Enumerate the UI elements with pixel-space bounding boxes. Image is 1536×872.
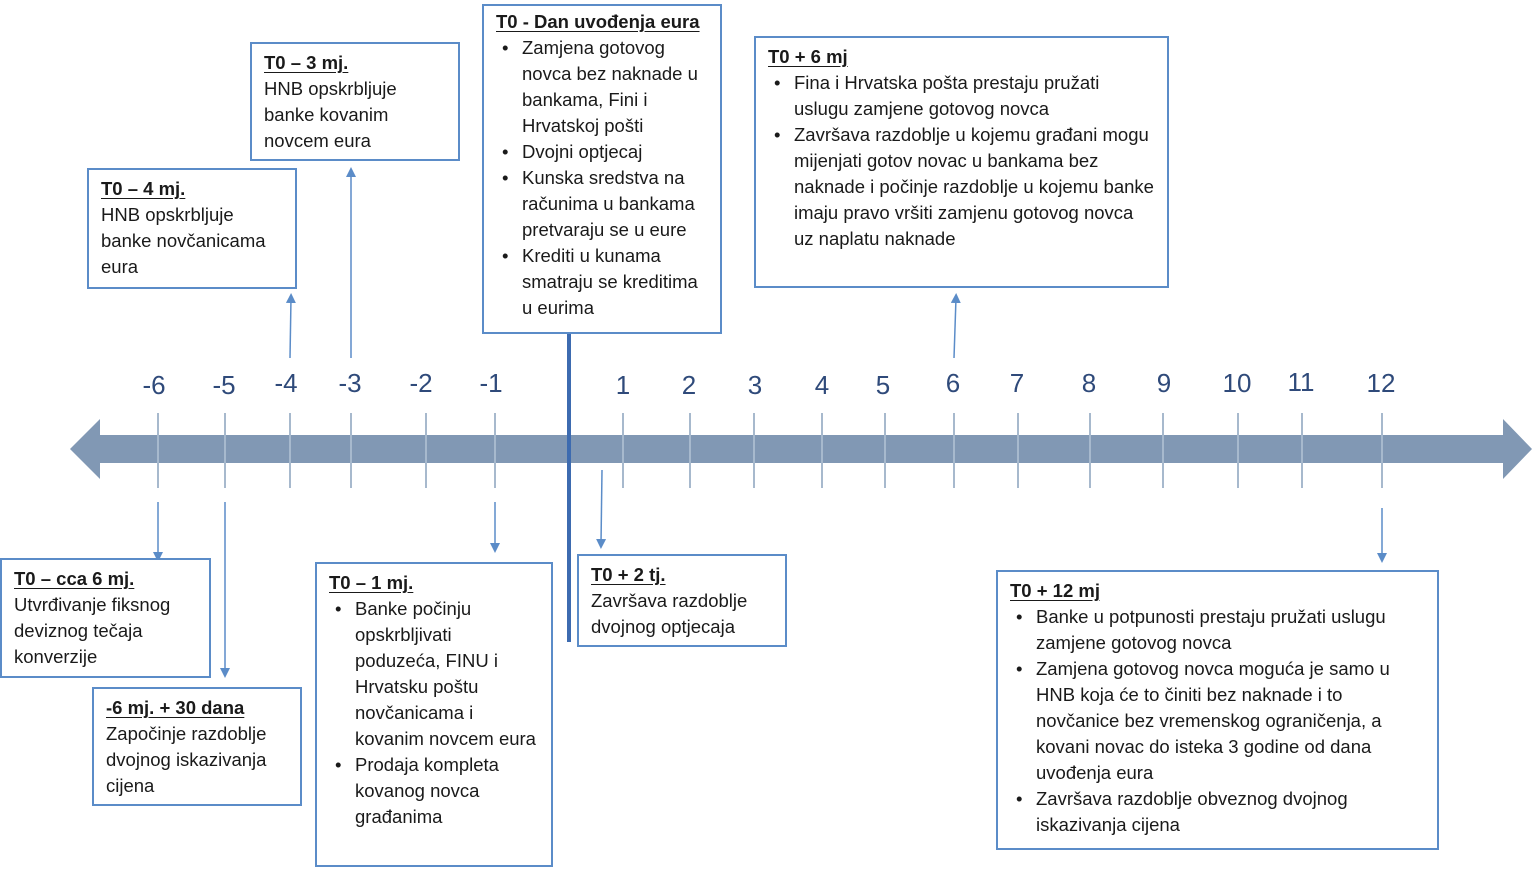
list-item: Fina i Hrvatska pošta prestaju pružati u… — [768, 70, 1155, 122]
tick-label-5: 5 — [875, 370, 891, 400]
box-title: T0 + 12 mj — [1010, 580, 1100, 601]
box-minus-6-months-plus-30-days: -6 mj. + 30 dana Započinje razdoblje dvo… — [92, 687, 302, 806]
tick-label-4: 4 — [814, 370, 830, 400]
box-list: Zamjena gotovog novca bez naknade u bank… — [496, 35, 708, 321]
list-item: Završava razdoblje obveznog dvojnog iska… — [1010, 786, 1425, 838]
box-list: Banke počinju opskrbljivati poduzeća, FI… — [329, 596, 539, 830]
box-title: T0 + 6 mj — [768, 46, 848, 67]
box-minus-4-months: T0 – 4 mj. HNB opskrbljuje banke novčani… — [87, 168, 297, 289]
box-text: Završava razdoblje dvojnog optjecaja — [591, 590, 748, 637]
box-text: HNB opskrbljuje banke kovanim novcem eur… — [264, 78, 397, 151]
box-minus-1-month: T0 – 1 mj. Banke počinju opskrbljivati p… — [315, 562, 553, 867]
box-title: -6 mj. + 30 dana — [106, 697, 245, 718]
box-plus-12-months: T0 + 12 mj Banke u potpunosti prestaju p… — [996, 570, 1439, 850]
tick-label-11: 11 — [1287, 367, 1315, 397]
list-item: Banke u potpunosti prestaju pružati uslu… — [1010, 604, 1425, 656]
tick-label-10: 10 — [1222, 368, 1252, 398]
box-list: Fina i Hrvatska pošta prestaju pružati u… — [768, 70, 1155, 252]
tick-marks — [157, 413, 1383, 488]
tick-label-1: 1 — [615, 370, 631, 400]
list-item: Završava razdoblje u kojemu građani mogu… — [768, 122, 1155, 252]
box-text: Utvrđivanje fiksnog deviznog tečaja konv… — [14, 594, 171, 667]
arrow-p2w — [596, 469, 607, 549]
box-text: Započinje razdoblje dvojnog iskazivanja … — [106, 723, 267, 796]
timeline-axis — [70, 419, 1532, 479]
box-title: T0 – 4 mj. — [101, 178, 186, 199]
box-title: T0 – 1 mj. — [329, 572, 414, 593]
box-minus-6-months: T0 – cca 6 mj. Utvrđivanje fiksnog deviz… — [0, 558, 211, 678]
list-item: Dvojni optjecaj — [496, 139, 708, 165]
tick-label-m2: -2 — [409, 368, 433, 398]
arrow-p6 — [950, 293, 961, 359]
connector-arrows — [153, 167, 1387, 678]
box-text: HNB opskrbljuje banke novčanicama eura — [101, 204, 266, 277]
tick-label-8: 8 — [1081, 368, 1097, 398]
arrow-m4 — [285, 293, 296, 359]
box-plus-2-weeks: T0 + 2 tj. Završava razdoblje dvojnog op… — [577, 554, 787, 647]
list-item: Zamjena gotovog novca bez naknade u bank… — [496, 35, 708, 139]
tick-label-m4: -4 — [274, 368, 298, 398]
tick-label-9: 9 — [1156, 368, 1172, 398]
box-plus-6-months: T0 + 6 mj Fina i Hrvatska pošta prestaju… — [754, 36, 1169, 288]
list-item: Kunska sredstva na računima u bankama pr… — [496, 165, 708, 243]
list-item: Krediti u kunama smatraju se kreditima u… — [496, 243, 708, 321]
tick-label-3: 3 — [747, 370, 763, 400]
tick-label-m3: -3 — [338, 368, 362, 398]
box-title: T0 + 2 tj. — [591, 564, 666, 585]
list-item: Banke počinju opskrbljivati poduzeća, FI… — [329, 596, 539, 752]
box-minus-3-months: T0 – 3 mj. HNB opskrbljuje banke kovanim… — [250, 42, 460, 161]
list-item: Prodaja kompleta kovanog novca građanima — [329, 752, 539, 830]
box-title: T0 - Dan uvođenja eura — [496, 11, 700, 32]
box-title: T0 – 3 mj. — [264, 52, 349, 73]
box-list: Banke u potpunosti prestaju pružati uslu… — [1010, 604, 1425, 838]
tick-label-m1: -1 — [479, 368, 503, 398]
tick-label-2: 2 — [681, 370, 697, 400]
tick-label-6: 6 — [945, 368, 961, 398]
box-title: T0 – cca 6 mj. — [14, 568, 135, 589]
tick-label-m5: -5 — [212, 370, 236, 400]
tick-label-m6: -6 — [142, 370, 166, 400]
tick-label-7: 7 — [1009, 368, 1025, 398]
list-item: Zamjena gotovog novca moguća je samo u H… — [1010, 656, 1425, 786]
tick-label-12: 12 — [1366, 368, 1396, 398]
box-t0-euro-introduction: T0 - Dan uvođenja eura Zamjena gotovog n… — [482, 4, 722, 334]
